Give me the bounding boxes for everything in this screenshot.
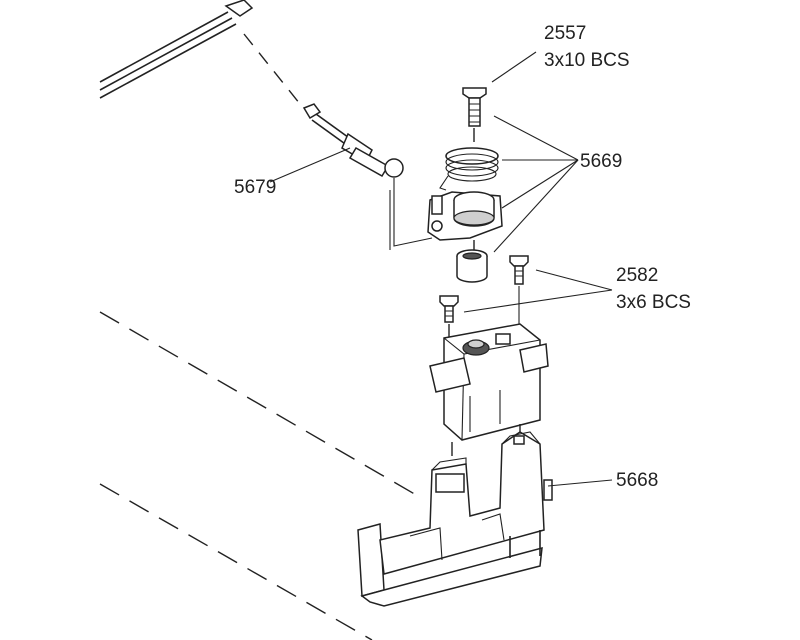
callout-2582-number: 2582: [616, 265, 658, 286]
callout-5668-number: 5668: [616, 470, 658, 491]
spring-part: [439, 147, 499, 191]
top-screw-part: [462, 87, 487, 150]
callout-2582-spec: 3x6 BCS: [616, 292, 691, 313]
servo-mount-part: [357, 431, 553, 607]
chassis-rail-top: [99, 0, 254, 99]
servo-part: [429, 323, 549, 470]
chassis-dashed-guides: [99, 33, 419, 640]
callout-5669-number: 5669: [580, 151, 622, 172]
servo-screw-right: [509, 255, 529, 334]
leader-lines: [269, 51, 613, 487]
callout-2557-number: 2557: [544, 23, 586, 44]
push-rod-part: [302, 103, 433, 250]
callout-5679-number: 5679: [234, 177, 276, 198]
bushing-part: [456, 240, 488, 283]
servo-screw-left: [439, 295, 459, 346]
callout-2557-spec: 3x10 BCS: [544, 50, 630, 71]
servo-saver-horn-part: [427, 191, 503, 241]
